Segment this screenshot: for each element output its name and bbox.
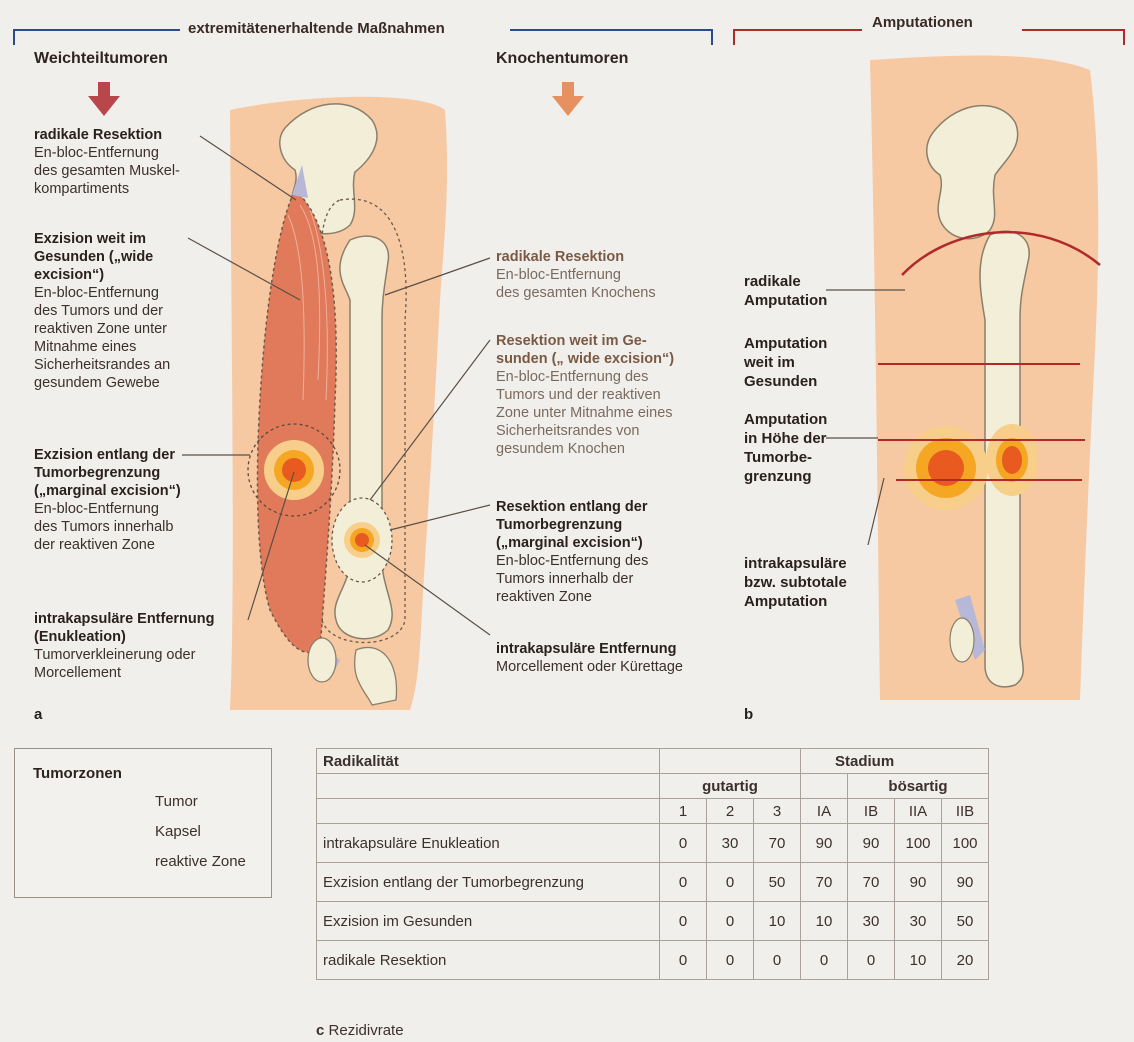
arrow-down-icon bbox=[552, 82, 584, 116]
recurrence-rate-table: Radikalität Stadium gutartig bösartig 1 … bbox=[316, 748, 989, 980]
label-bone-intracapsular: intrakapsuläre Entfernung Morcellement o… bbox=[496, 640, 736, 676]
legend-item-reactive-zone: reaktive Zone bbox=[155, 853, 246, 870]
label-marginal-excision: Exzision entlang der Tumorbegrenzung („m… bbox=[34, 446, 244, 554]
bracket-right-start bbox=[734, 30, 862, 45]
bracket-left-end bbox=[510, 30, 712, 45]
legend-item-capsule: Kapsel bbox=[155, 823, 201, 840]
label-intracapsular-enucleation: intrakapsuläre Entfernung (Enukleation) … bbox=[34, 610, 254, 682]
header-amputations: Amputationen bbox=[872, 14, 973, 31]
stage-header: 2 bbox=[707, 799, 754, 824]
stage-header: IIB bbox=[942, 799, 989, 824]
leg-illustration-a bbox=[230, 97, 447, 710]
stage-header: IB bbox=[848, 799, 895, 824]
panel-letter-b: b bbox=[744, 706, 753, 723]
stage-header: 3 bbox=[754, 799, 801, 824]
table-caption: c Rezidivrate bbox=[316, 1022, 404, 1039]
stage-header: IIA bbox=[895, 799, 942, 824]
bracket-left-start bbox=[14, 30, 180, 45]
table-group-malignant: bösartig bbox=[848, 774, 989, 799]
label-wide-amputation: Amputation weit im Gesunden bbox=[744, 334, 827, 391]
panel-letter-c: c bbox=[316, 1022, 324, 1039]
stage-header: 1 bbox=[660, 799, 707, 824]
column-title-soft-tissue: Weichteiltumoren bbox=[34, 50, 168, 68]
bracket-right-end bbox=[1022, 30, 1124, 45]
label-wide-excision: Exzision weit im Gesunden („wide excisio… bbox=[34, 230, 224, 392]
table-header-stadium: Stadium bbox=[801, 749, 989, 774]
arrow-down-icon bbox=[88, 82, 120, 116]
label-radical-resection: radikale Resektion En-bloc-Entfernung de… bbox=[34, 126, 224, 198]
label-bone-radical-resection: radikale Resektion En-bloc-Entfernung de… bbox=[496, 248, 716, 302]
label-bone-wide-excision: Resektion weit im Ge- sunden („ wide exc… bbox=[496, 332, 726, 458]
panel-letter-a: a bbox=[34, 706, 42, 723]
header-limb-saving: extremitätenerhaltende Maßnahmen bbox=[188, 20, 445, 37]
label-marginal-amputation: Amputation in Höhe der Tumorbe- grenzung bbox=[744, 410, 827, 486]
table-row: intrakapsuläre Enukleation 0 30 70 90 90… bbox=[317, 824, 989, 863]
label-bone-marginal-excision: Resektion entlang der Tumorbegrenzung („… bbox=[496, 498, 726, 606]
table-row: Exzision im Gesunden 0 0 10 10 30 30 50 bbox=[317, 902, 989, 941]
table-row: radikale Resektion 0 0 0 0 0 10 20 bbox=[317, 941, 989, 980]
label-intracapsular-amputation: intrakapsuläre bzw. subtotale Amputation bbox=[744, 554, 847, 611]
legend-item-tumor: Tumor bbox=[155, 793, 198, 810]
table-header-radicality: Radikalität bbox=[317, 749, 660, 774]
label-radical-amputation: radikale Amputation bbox=[744, 272, 827, 310]
leg-illustration-b bbox=[870, 56, 1100, 700]
table-group-benign: gutartig bbox=[660, 774, 801, 799]
column-title-bone: Knochentumoren bbox=[496, 50, 628, 68]
table-row: Exzision entlang der Tumorbegrenzung 0 0… bbox=[317, 863, 989, 902]
legend-title: Tumorzonen bbox=[33, 765, 122, 782]
stage-header: IA bbox=[801, 799, 848, 824]
tumor-zones-legend: Tumorzonen Tumor Kapsel reaktive Zone bbox=[14, 748, 272, 898]
